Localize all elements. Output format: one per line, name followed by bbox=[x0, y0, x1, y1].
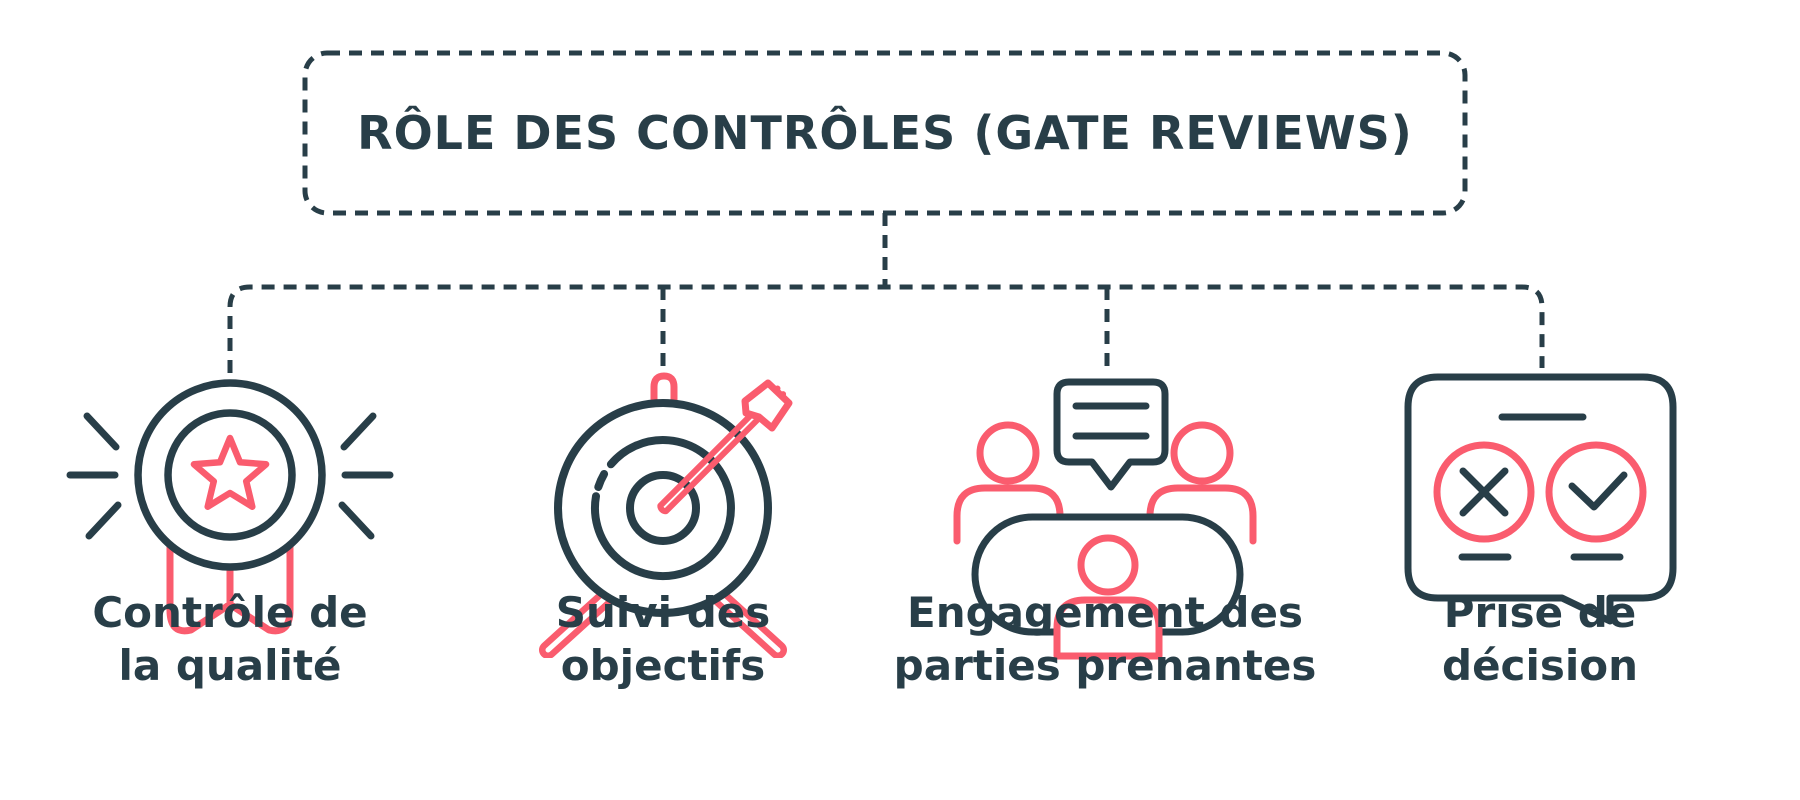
label-line: Prise de bbox=[1443, 588, 1637, 637]
item-label: Contrôle de la qualité bbox=[30, 586, 430, 692]
item-label: Engagement des parties prenantes bbox=[855, 586, 1355, 692]
label-line: objectifs bbox=[560, 641, 766, 690]
target-arrow-icon bbox=[539, 372, 793, 659]
label-line: Engagement des bbox=[907, 588, 1303, 637]
decision-bubble-icon bbox=[1404, 373, 1677, 625]
medal-star-icon bbox=[66, 379, 394, 635]
meeting-people-icon bbox=[953, 378, 1257, 660]
item-suivi-objectifs bbox=[480, 368, 850, 662]
label-line: la qualité bbox=[118, 641, 342, 690]
item-label: Prise de décision bbox=[1340, 586, 1740, 692]
title-box: RÔLE DES CONTRÔLES (GATE REVIEWS) bbox=[305, 53, 1465, 213]
label-line: Contrôle de bbox=[92, 588, 368, 637]
label-line: décision bbox=[1442, 641, 1638, 690]
connector-horizontal bbox=[227, 284, 1545, 373]
item-controle-qualite bbox=[40, 372, 420, 656]
item-label: Suivi des objectifs bbox=[463, 586, 863, 692]
diagram-title: RÔLE DES CONTRÔLES (GATE REVIEWS) bbox=[357, 106, 1413, 160]
label-line: parties prenantes bbox=[893, 641, 1317, 690]
item-prise-decision bbox=[1400, 372, 1690, 636]
item-engagement-parties bbox=[940, 375, 1270, 669]
label-line: Suivi des bbox=[555, 588, 771, 637]
